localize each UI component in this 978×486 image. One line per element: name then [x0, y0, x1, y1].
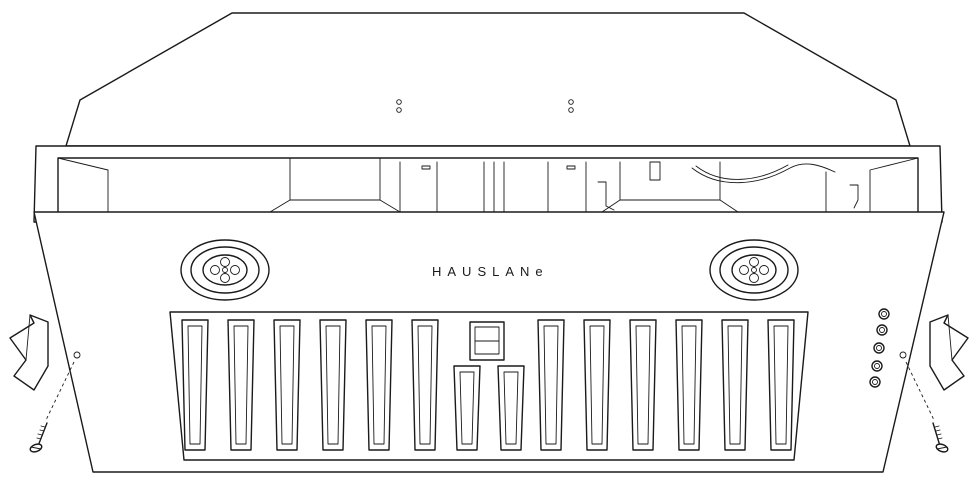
- light-right: [709, 239, 799, 301]
- filter-slat: [273, 319, 301, 451]
- knob-5[interactable]: [869, 376, 881, 388]
- filter-slat: [227, 319, 255, 451]
- filter-slat: [721, 319, 749, 451]
- screw-path-left: [45, 361, 75, 421]
- filter-slat: [537, 319, 565, 451]
- knob-3[interactable]: [873, 342, 885, 354]
- knob-1[interactable]: [878, 308, 890, 320]
- hood-top-housing: [65, 12, 911, 147]
- filter-slat-inner: [727, 325, 743, 445]
- knob-2[interactable]: [876, 324, 888, 336]
- filter-slat-inner: [773, 325, 789, 445]
- filter-slat: [675, 319, 703, 451]
- screw-icon-right: [932, 422, 949, 453]
- filter-slat-inner: [459, 371, 475, 445]
- filter-slat: [497, 365, 525, 451]
- control-knobs: [869, 308, 890, 388]
- filter-slat-inner: [187, 325, 203, 445]
- filter-slat: [181, 319, 209, 451]
- filter-slat-inner: [589, 325, 605, 445]
- panel-screw-hole-right: [899, 351, 907, 359]
- mounting-holes-right: [568, 99, 574, 113]
- filter-slats: [181, 319, 795, 451]
- knob-4[interactable]: [871, 360, 883, 372]
- hood-frame-box: [33, 145, 943, 223]
- arrow-icon-left: [9, 314, 49, 391]
- screw-icon-left: [29, 422, 48, 453]
- filter-slat: [767, 319, 795, 451]
- arrow-icon-right: [929, 314, 969, 391]
- filter-slat-inner: [233, 325, 249, 445]
- filter-slat-inner: [417, 325, 433, 445]
- mounting-holes-left: [396, 99, 402, 113]
- filter-slat: [411, 319, 439, 451]
- filter-slat-inner: [681, 325, 697, 445]
- filter-slat: [629, 319, 657, 451]
- filter-slat-inner: [503, 371, 519, 445]
- light-left: [180, 239, 270, 301]
- panel-screw-hole-left: [73, 351, 81, 359]
- filter-slat-inner: [543, 325, 559, 445]
- filter-icon: [169, 311, 809, 461]
- filter-slat-inner: [635, 325, 651, 445]
- filter-slat-inner: [279, 325, 295, 445]
- filter-slat: [583, 319, 611, 451]
- filter-slat: [453, 365, 481, 451]
- filter-slat-inner: [325, 325, 341, 445]
- filter-slat: [365, 319, 393, 451]
- brand-label: HAUSLANe: [432, 264, 549, 279]
- filter-slat: [319, 319, 347, 451]
- screw-path-right: [905, 361, 935, 421]
- filter-slat-inner: [371, 325, 387, 445]
